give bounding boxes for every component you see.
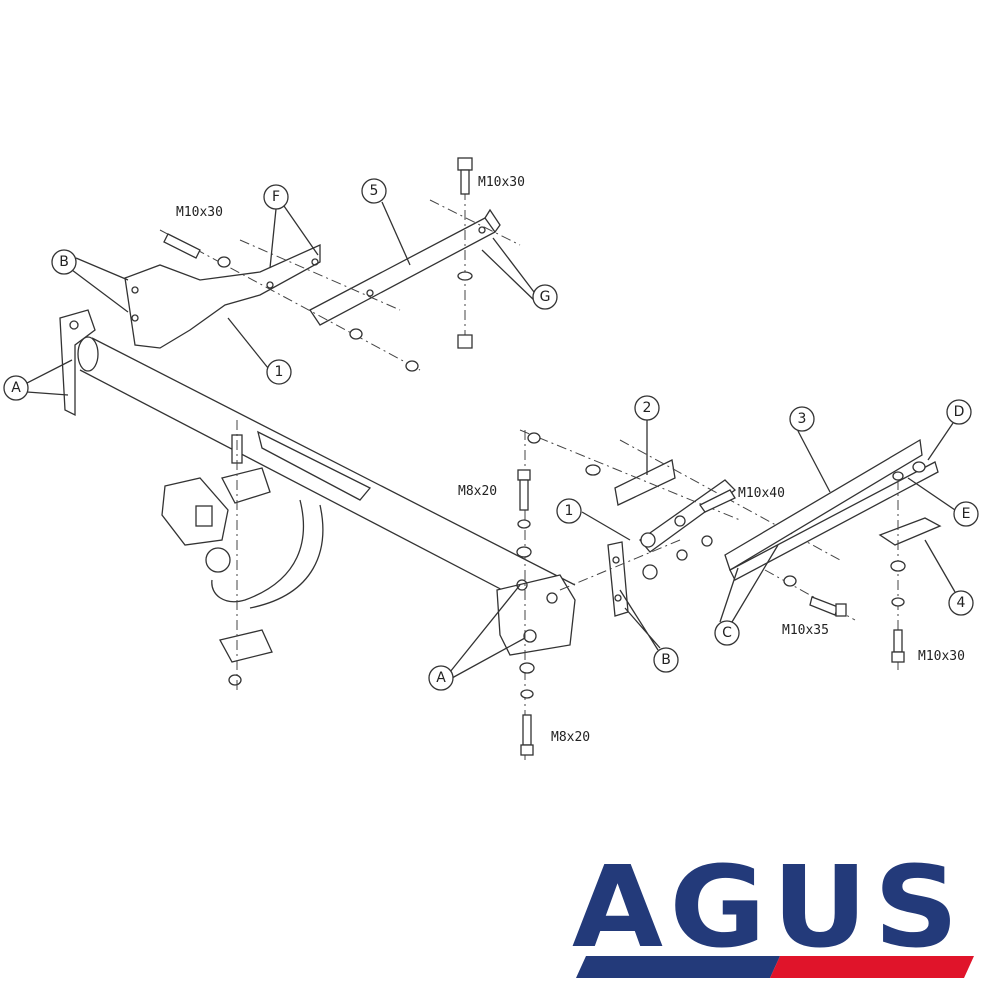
svg-text:3: 3	[798, 411, 807, 427]
callout-3: 3	[789, 406, 815, 432]
callout-F: F	[263, 184, 289, 210]
svg-text:E: E	[962, 506, 971, 522]
svg-text:1: 1	[565, 503, 574, 519]
bolt-m10x30-right	[890, 560, 906, 663]
svg-text:F: F	[272, 189, 280, 205]
callout-B-left: B	[51, 249, 77, 275]
svg-text:C: C	[722, 625, 732, 641]
svg-text:4: 4	[957, 595, 966, 611]
electric-socket-plate	[161, 477, 229, 546]
bolt-m8x20-upper	[516, 469, 535, 756]
svg-text:1: 1	[275, 364, 284, 380]
bolt-label-right-middle: M10x35	[782, 623, 829, 638]
towball	[205, 547, 231, 573]
strip-part-5	[309, 208, 501, 326]
callout-B-right: B	[653, 647, 679, 673]
svg-text:B: B	[661, 652, 671, 668]
bolt-m10x30-top	[457, 157, 473, 349]
bolt-label-center-lower: M8x20	[551, 730, 591, 745]
svg-text:A: A	[11, 380, 21, 396]
svg-text:5: 5	[370, 183, 379, 199]
bolt-label-right-upper: M10x40	[738, 486, 785, 501]
callout-1-left: 1	[266, 359, 292, 385]
bolt-m10x30-left	[163, 233, 231, 268]
right-side-bracket	[607, 479, 736, 617]
long-bar-part-3	[724, 438, 939, 581]
agus-logo: AGUS	[572, 852, 982, 982]
svg-text:2: 2	[643, 400, 652, 416]
bolt-m10x40	[674, 489, 736, 561]
washer	[349, 328, 363, 340]
callout-4: 4	[948, 590, 974, 616]
bolt-label-center-upper: M8x20	[458, 484, 498, 499]
nut	[527, 432, 541, 444]
bolt-label-top-center: M10x30	[478, 175, 525, 190]
plate-part-4	[878, 517, 942, 546]
callout-1-right: 1	[556, 498, 582, 524]
towball-neck	[205, 430, 372, 609]
bolt-label-top-left: M10x30	[176, 205, 223, 220]
callout-G: G	[532, 284, 558, 310]
crossbar-tube	[77, 336, 576, 621]
logo-stripe-red	[770, 956, 974, 978]
washer	[585, 464, 601, 476]
tube-clamp-lower	[219, 629, 273, 686]
callout-D: D	[946, 399, 972, 425]
center-mount-bracket	[496, 574, 576, 656]
callout-5: 5	[361, 178, 387, 204]
callout-E: E	[953, 501, 979, 527]
leader-lines	[26, 201, 956, 679]
left-side-bracket	[124, 243, 321, 349]
bolt-m10x35	[783, 575, 847, 617]
callout-C: C	[714, 620, 740, 646]
logo-stripe	[576, 956, 974, 978]
plate-part-2	[614, 459, 676, 506]
nut	[405, 360, 419, 372]
logo-wordmark: AGUS	[572, 843, 965, 973]
callout-A-left: A	[3, 375, 29, 401]
callout-A-center: A	[428, 665, 454, 691]
bolt-label-right-lower: M10x30	[918, 649, 965, 664]
logo-stripe-navy	[576, 956, 780, 978]
svg-text:A: A	[436, 670, 446, 686]
svg-text:B: B	[59, 254, 69, 270]
svg-text:D: D	[954, 404, 965, 420]
callout-2: 2	[634, 395, 660, 421]
svg-text:G: G	[540, 289, 551, 305]
left-end-plate	[59, 309, 96, 417]
